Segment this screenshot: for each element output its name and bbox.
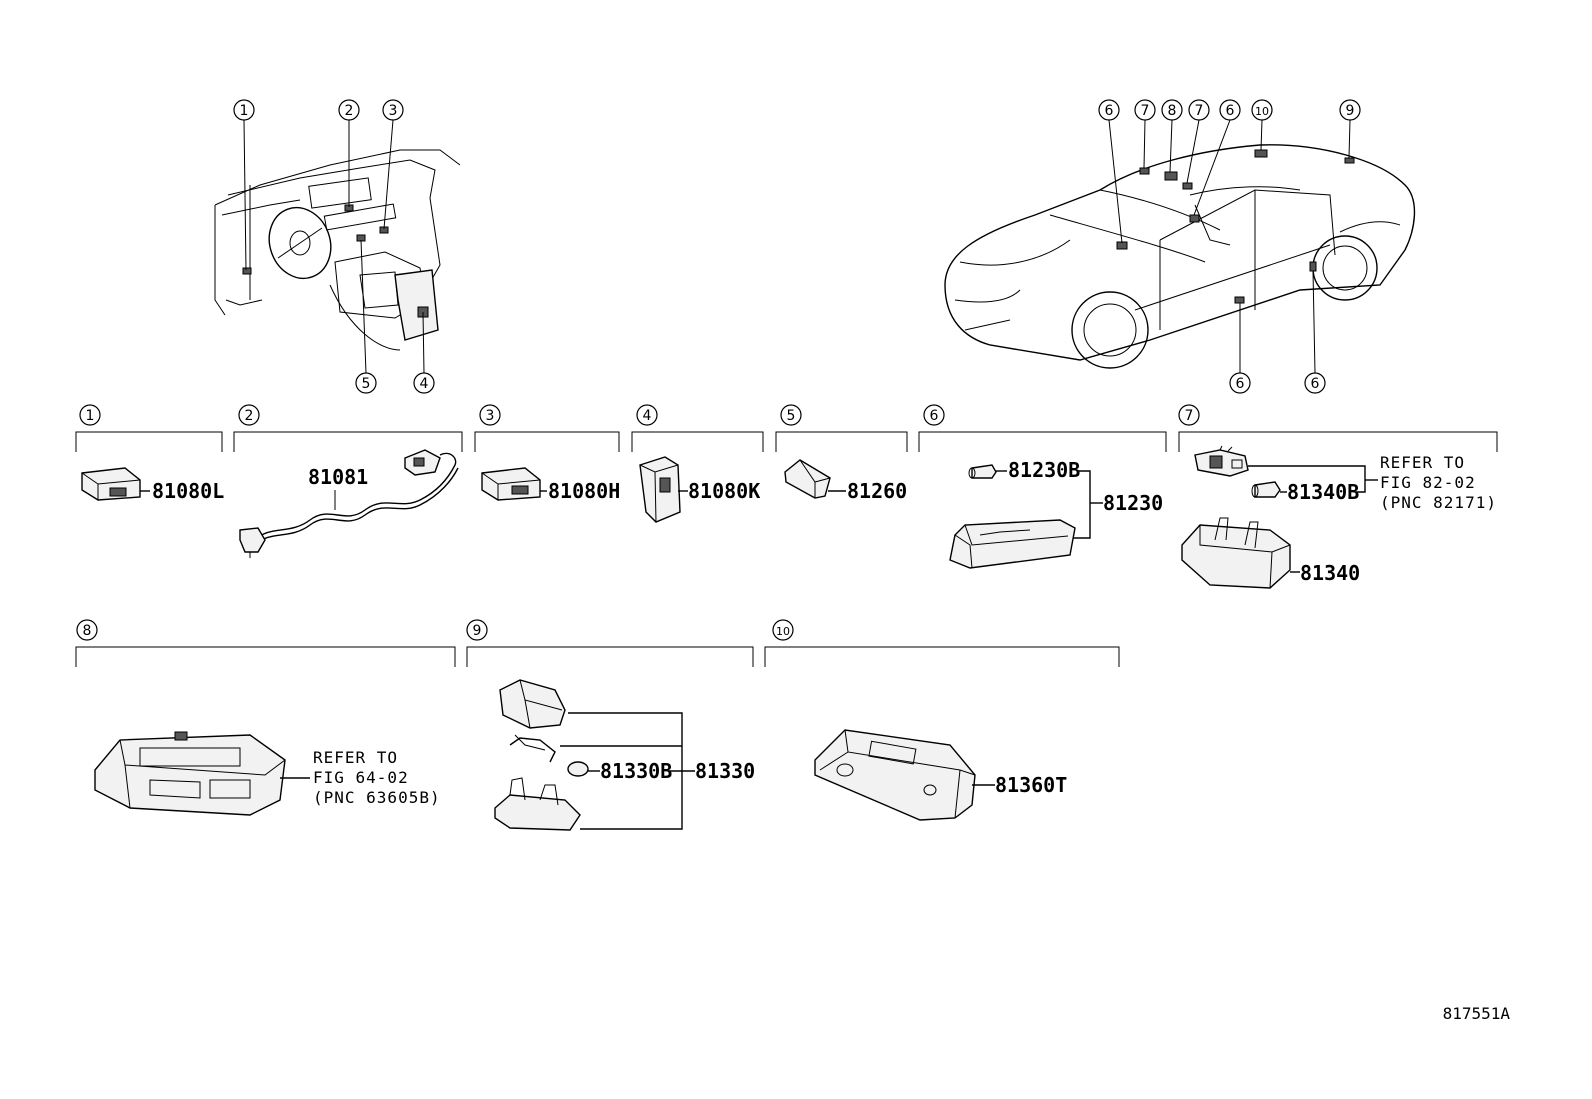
dash-callout-5-label: 5 <box>362 376 371 392</box>
section-callout-9-label: 9 <box>473 623 482 639</box>
part-number-81340[interactable]: 81340 <box>1300 561 1360 585</box>
diagram-id: 817551A <box>1443 1004 1511 1023</box>
section-callout-7[interactable]: 7 <box>1178 404 1200 426</box>
part-number-81330B[interactable]: 81330B <box>600 759 672 783</box>
refer-note-8-line1: REFER TO <box>313 748 398 767</box>
part-number-81330[interactable]: 81330 <box>695 759 755 783</box>
part-number-81080H[interactable]: 81080H <box>548 479 620 503</box>
section-callout-4[interactable]: 4 <box>636 404 658 426</box>
car-callout-9-6-label: 9 <box>1346 103 1355 119</box>
part-number-81340B[interactable]: 81340B <box>1287 480 1359 504</box>
dash-callout-4[interactable]: 4 <box>413 372 435 394</box>
part-81081-drawing: 81081 <box>239 449 459 558</box>
car-callout-6-7[interactable]: 6 <box>1229 372 1251 394</box>
part-81230-drawing: 81230B 81230 <box>949 458 1163 569</box>
refer-note-7-line2: FIG 82-02 <box>1380 473 1476 492</box>
part-81080K-drawing: 81080K <box>639 456 760 523</box>
section-callout-8[interactable]: 8 <box>76 619 98 641</box>
part-81330-drawing: 81330B 81330 <box>494 679 755 831</box>
car-callout-6-4-label: 6 <box>1226 103 1235 119</box>
part-81080H-drawing: 81080H <box>481 467 620 503</box>
refer-note-8-line3: (PNC 63605B) <box>313 788 441 807</box>
car-callout-6-4[interactable]: 6 <box>1219 99 1241 121</box>
part-number-81360T[interactable]: 81360T <box>995 773 1067 797</box>
section-callout-2-label: 2 <box>245 408 254 424</box>
dash-callout-2-label: 2 <box>345 103 354 119</box>
car-callout-6-7-label: 6 <box>1236 376 1245 392</box>
section-callout-7-label: 7 <box>1185 408 1194 424</box>
car-callout-8-2-label: 8 <box>1168 103 1177 119</box>
dash-callout-3-label: 3 <box>389 103 398 119</box>
car-callout-6-8-label: 6 <box>1311 376 1320 392</box>
dash-callout-1[interactable]: 1 <box>233 99 255 121</box>
overview-callouts: 1 2 3 4 5 6 7 8 7 6 10 9 6 6 <box>233 99 1361 394</box>
part-number-81260[interactable]: 81260 <box>847 479 907 503</box>
dash-callout-3[interactable]: 3 <box>382 99 404 121</box>
part-81340-drawing: 81340B REFER TO FIG 82-02 (PNC 82171) 81… <box>1181 445 1497 589</box>
dash-callout-5[interactable]: 5 <box>355 372 377 394</box>
section-brackets <box>75 431 1498 667</box>
part-63605B-drawing: REFER TO FIG 64-02 (PNC 63605B) <box>94 731 441 816</box>
car-callout-10-5[interactable]: 10 <box>1251 99 1273 121</box>
car-callout-7-3[interactable]: 7 <box>1188 99 1210 121</box>
section-callout-10-label: 10 <box>776 625 790 638</box>
section-callout-4-label: 4 <box>643 408 652 424</box>
refer-note-7-line3: (PNC 82171) <box>1380 493 1497 512</box>
section-callout-5[interactable]: 5 <box>780 404 802 426</box>
part-number-81081[interactable]: 81081 <box>308 465 368 489</box>
car-callout-10-5-label: 10 <box>1255 105 1269 118</box>
section-callout-3[interactable]: 3 <box>479 404 501 426</box>
car-callout-7-3-label: 7 <box>1195 103 1204 119</box>
section-callout-9[interactable]: 9 <box>466 619 488 641</box>
part-81260-drawing: 81260 <box>784 459 907 503</box>
section-callout-1[interactable]: 1 <box>79 404 101 426</box>
car-callout-6-0[interactable]: 6 <box>1098 99 1120 121</box>
section-callout-10[interactable]: 10 <box>772 619 794 641</box>
car-callout-6-8[interactable]: 6 <box>1304 372 1326 394</box>
section-callout-8-label: 8 <box>83 623 92 639</box>
part-number-81080K[interactable]: 81080K <box>688 479 760 503</box>
refer-note-8-line2: FIG 64-02 <box>313 768 409 787</box>
car-callout-7-1-label: 7 <box>1141 103 1150 119</box>
car-callout-7-1[interactable]: 7 <box>1134 99 1156 121</box>
part-number-81080L[interactable]: 81080L <box>152 479 224 503</box>
section-callout-6-label: 6 <box>930 408 939 424</box>
refer-note-7-line1: REFER TO <box>1380 453 1465 472</box>
car-callout-6-0-label: 6 <box>1105 103 1114 119</box>
dash-callout-1-label: 1 <box>240 103 249 119</box>
dashboard-overview <box>214 119 461 374</box>
car-callout-9-6[interactable]: 9 <box>1339 99 1361 121</box>
part-number-81230[interactable]: 81230 <box>1103 491 1163 515</box>
section-callout-1-label: 1 <box>86 408 95 424</box>
section-callout-2[interactable]: 2 <box>238 404 260 426</box>
section-callout-5-label: 5 <box>787 408 796 424</box>
car-overview <box>944 119 1416 374</box>
part-81080L-drawing: 81080L <box>81 467 224 503</box>
section-callout-3-label: 3 <box>486 408 495 424</box>
part-81360T-drawing: 81360T <box>814 729 1067 821</box>
dash-callout-4-label: 4 <box>420 376 429 392</box>
section-callouts: 1 2 3 4 5 6 7 8 9 10 <box>76 404 1200 641</box>
dash-callout-2[interactable]: 2 <box>338 99 360 121</box>
part-number-81230B[interactable]: 81230B <box>1008 458 1080 482</box>
car-callout-8-2[interactable]: 8 <box>1161 99 1183 121</box>
section-callout-6[interactable]: 6 <box>923 404 945 426</box>
